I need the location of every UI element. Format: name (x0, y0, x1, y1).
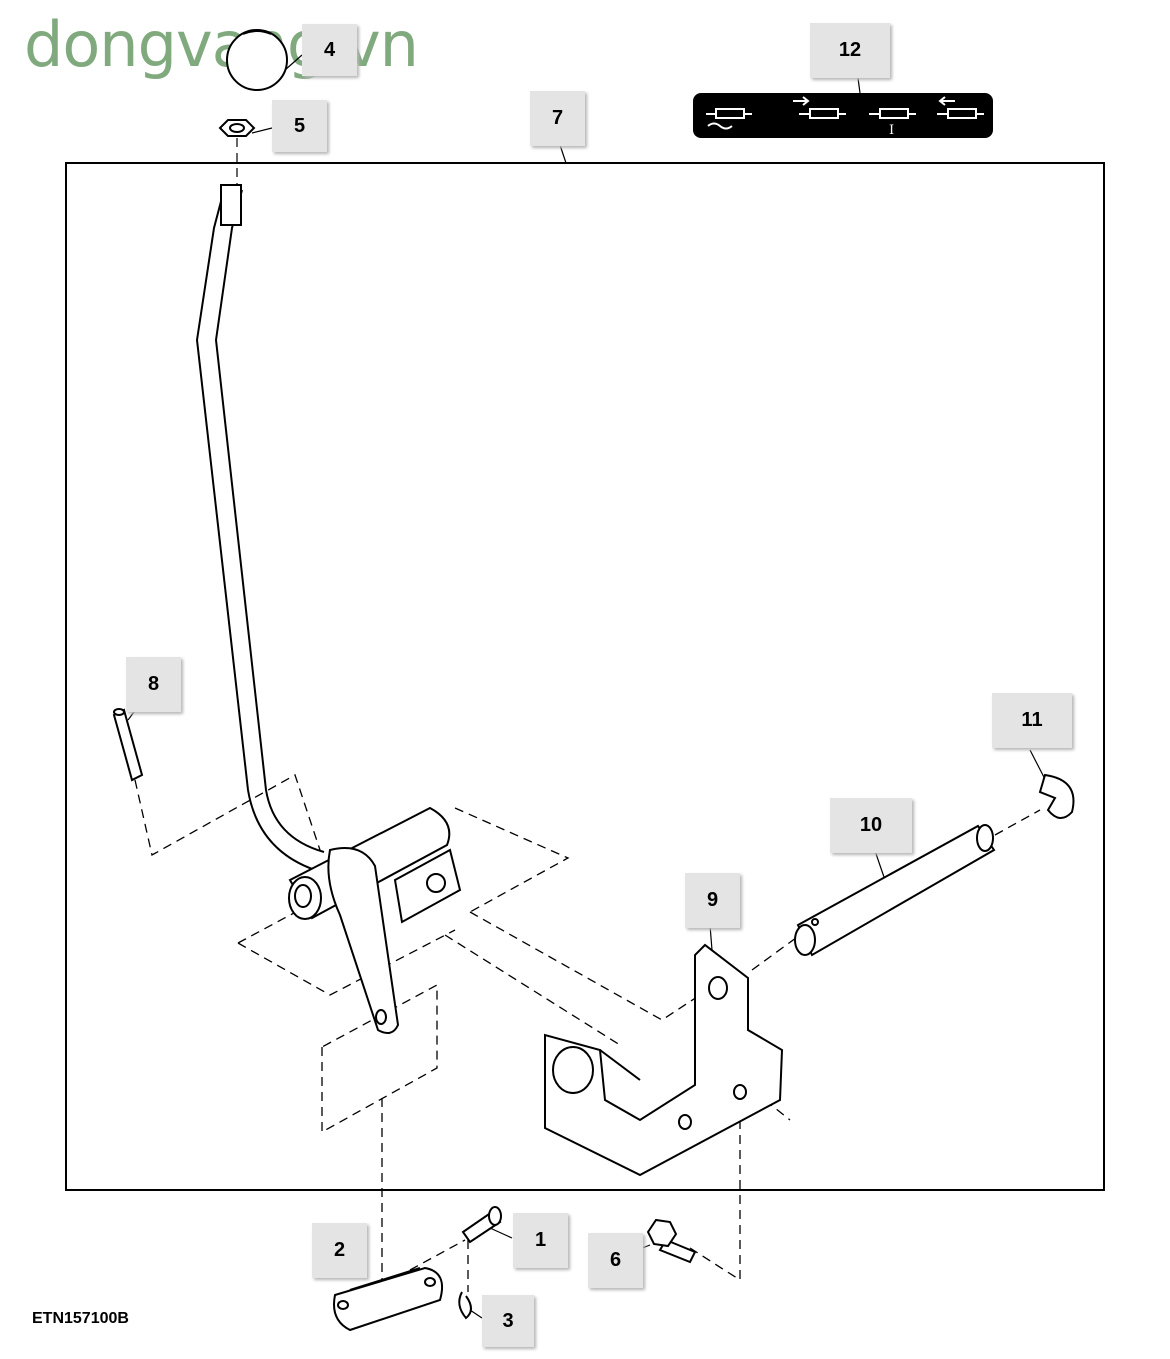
callout-9: 9 (685, 873, 740, 928)
cylinder-extend-icon (793, 96, 846, 119)
callout-1: 1 (513, 1213, 568, 1268)
jam-nut (218, 119, 256, 137)
control-lever (195, 184, 325, 871)
drawing-code: ETN157100B (32, 1310, 129, 1327)
hair-pin (458, 1291, 472, 1320)
cylinder-retract-icon (937, 96, 984, 119)
lever-pivot-assembly (288, 806, 462, 1035)
link-plate (333, 1266, 444, 1332)
callout-11: 11 (992, 693, 1072, 748)
callout-3: 3 (482, 1295, 534, 1347)
spring-pin (112, 708, 144, 782)
callout-6: 6 (588, 1233, 643, 1288)
callout-2: 2 (312, 1223, 367, 1278)
shift-knob (226, 29, 288, 91)
cylinder-float-icon (706, 108, 752, 130)
assembly-frame (65, 162, 1105, 1191)
control-icon-strip: I (693, 93, 993, 138)
cylinder-hold-icon (869, 108, 916, 119)
e-clip (1038, 773, 1075, 819)
hold-mark: I (889, 123, 894, 138)
callout-12: 12 (810, 23, 890, 78)
clevis-pin (461, 1206, 502, 1244)
callout-8: 8 (126, 657, 181, 712)
callout-5: 5 (272, 100, 327, 152)
pivot-pin (794, 824, 996, 957)
flange-bolt (646, 1218, 697, 1264)
callout-7: 7 (530, 91, 585, 146)
callout-4: 4 (302, 24, 357, 76)
callout-10: 10 (830, 798, 912, 853)
mounting-bracket (544, 943, 784, 1177)
